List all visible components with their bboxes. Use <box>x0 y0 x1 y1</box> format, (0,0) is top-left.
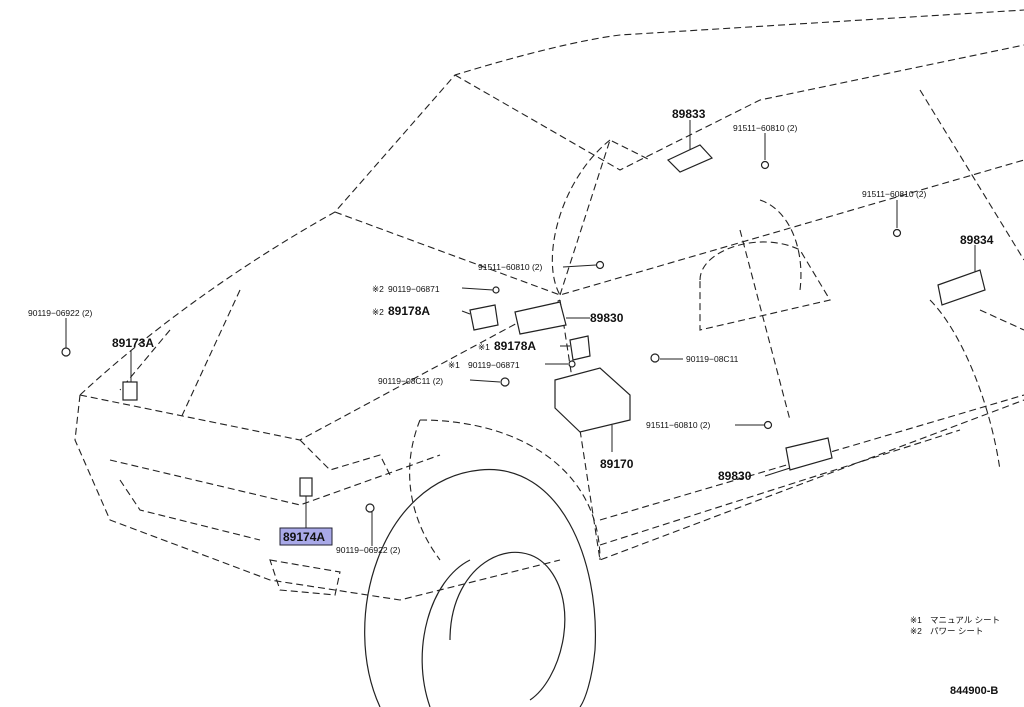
bolt-91511-a <box>595 260 605 270</box>
label-90119-08C11-b: 90119−08C11 (2) <box>378 376 443 386</box>
component-shapes <box>61 144 986 513</box>
label-91511-c: 91511−60810 (2) <box>862 189 927 199</box>
label-mark1-a: ※1 <box>478 342 490 352</box>
sensor-89834-shape <box>937 269 986 306</box>
highlight-box-89174A <box>279 527 333 546</box>
part-labels: 90119−06922 (2) 89173A 89174A 90119−0692… <box>28 107 994 555</box>
bolt-91511-d <box>763 420 773 430</box>
label-89834: 89834 <box>960 233 994 247</box>
label-90119-08C11-a: 90119−08C11 <box>686 354 739 364</box>
legend-text-1: マニュアル シート <box>930 615 1000 625</box>
label-91511-d: 91511−60810 (2) <box>646 420 711 430</box>
label-89833: 89833 <box>672 107 706 121</box>
label-90119-06922-a: 90119−06922 (2) <box>28 308 93 318</box>
label-mark2-b: ※2 <box>372 307 384 317</box>
sensor-89830-shape <box>514 301 567 335</box>
label-90119-06871-b: 90119−06871 <box>468 360 520 370</box>
label-89178A-1: 89178A <box>494 339 536 353</box>
legend-text-2: パワー シート <box>930 626 983 636</box>
label-89830-a: 89830 <box>590 311 624 325</box>
label-89173A: 89173A <box>112 336 154 350</box>
bolt-90119-06871-b <box>568 360 576 368</box>
label-91511-b: 91511−60810 (2) <box>733 123 798 133</box>
bolt-91511-b <box>760 160 770 170</box>
sensor-89833-shape <box>666 144 714 173</box>
bracket-89178A-1-shape <box>569 335 591 361</box>
label-89170: 89170 <box>600 457 634 471</box>
bolt-90119-08C11-a <box>650 353 660 363</box>
bolt-90119-06871-a <box>492 286 500 294</box>
label-89178A-2: 89178A <box>388 304 430 318</box>
diagram-code: 844900-B <box>950 685 998 697</box>
legend-mark-2: ※2 <box>910 626 922 636</box>
label-90119-06871-a: 90119−06871 <box>388 284 440 294</box>
label-89830-b: 89830 <box>718 469 752 483</box>
label-90119-06922-b: 90119−06922 (2) <box>336 545 401 555</box>
legend: ※1 マニュアル シート ※2 パワー シート <box>910 615 1000 636</box>
label-mark1-b: ※1 <box>448 360 460 370</box>
label-mark2-a: ※2 <box>372 284 384 294</box>
bracket-89178A-2-shape <box>469 304 499 331</box>
label-91511-a: 91511−60810 (2) <box>478 262 543 272</box>
bolt-91511-c <box>892 228 902 238</box>
front-wheel <box>364 469 597 707</box>
airbag-computer-89170-shape <box>554 367 631 433</box>
vehicle-outline <box>74 9 1024 601</box>
label-89174A[interactable]: 89174A <box>283 530 325 544</box>
sensor-89173A-shape <box>122 381 138 401</box>
bolt-90119-06922-a <box>61 347 71 357</box>
legend-mark-1: ※1 <box>910 615 922 625</box>
bolt-90119-06922-b <box>365 503 375 513</box>
sensor-89174A-shape <box>299 477 313 497</box>
sensor-89830b-shape <box>785 437 833 471</box>
leader-lines <box>65 120 976 546</box>
bolt-90119-08C11-b <box>500 377 510 387</box>
